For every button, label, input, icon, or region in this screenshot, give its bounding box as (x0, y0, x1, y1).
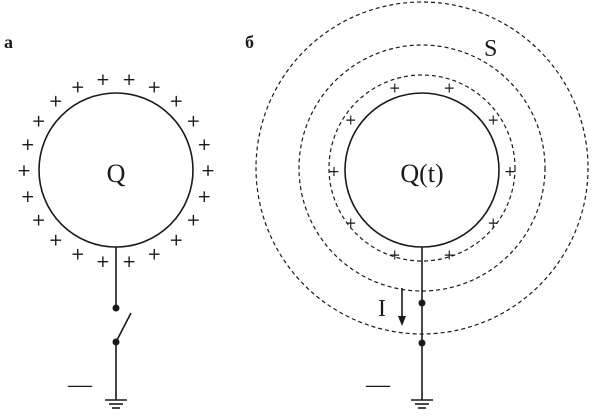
plus-charge: + (31, 211, 45, 231)
switch-lever (115, 312, 132, 343)
plus-charge: + (96, 252, 110, 272)
minus-sign-a: — (67, 372, 93, 398)
plus-charges-b: + + + + + + + + + + (328, 80, 516, 263)
current-arrow (398, 288, 406, 326)
plus-charge: + (169, 92, 183, 112)
plus-charge: + (186, 211, 200, 231)
charge-label-a: Q (107, 159, 126, 188)
ground-symbol-a (105, 399, 127, 409)
surface-label-s: S (484, 36, 497, 62)
panel-a: а Q ++++++++++++++++++++++ — (4, 32, 215, 409)
plus-charge: + (487, 112, 499, 128)
plus-charge: + (443, 80, 455, 96)
plus-charge: + (504, 164, 516, 180)
charge-label-b: Q(t) (400, 159, 443, 188)
wire-node-top (418, 299, 426, 307)
plus-charge: + (197, 187, 211, 207)
plus-charge: + (389, 248, 401, 264)
plus-charge: + (49, 231, 63, 251)
minus-sign-b: — (365, 372, 391, 398)
plus-charge: + (487, 216, 499, 232)
panel-a-letter: а (4, 32, 13, 52)
plus-charge: + (389, 80, 401, 96)
plus-charge: + (21, 187, 35, 207)
wire-node-bottom (418, 339, 426, 347)
switch-contact-top (112, 304, 120, 312)
plus-charge: + (71, 77, 85, 97)
plus-charge: + (186, 111, 200, 131)
plus-charge: + (169, 231, 183, 251)
plus-charge: + (21, 135, 35, 155)
plus-charge: + (328, 164, 340, 180)
plus-charge: + (345, 216, 357, 232)
plus-charge: + (31, 111, 45, 131)
plus-charges-a: ++++++++++++++++++++++ (17, 70, 215, 272)
plus-charge: + (96, 70, 110, 90)
plus-charge: + (345, 112, 357, 128)
plus-charge: + (71, 245, 85, 265)
current-label-i: I (378, 296, 386, 322)
panel-b: б Q(t) + + + + + + + + + + S I — (245, 1, 589, 409)
plus-charge: + (197, 135, 211, 155)
closed-surface-inner (328, 74, 516, 262)
plus-charge: + (49, 92, 63, 112)
plus-charge: + (443, 248, 455, 264)
plus-charge: + (201, 161, 215, 181)
plus-charge: + (147, 77, 161, 97)
panel-b-letter: б (245, 32, 254, 52)
plus-charge: + (122, 70, 136, 90)
plus-charge: + (17, 161, 31, 181)
plus-charge: + (122, 252, 136, 272)
plus-charge: + (147, 245, 161, 265)
ground-symbol-b (411, 399, 433, 409)
closed-surface-middle (298, 44, 546, 292)
